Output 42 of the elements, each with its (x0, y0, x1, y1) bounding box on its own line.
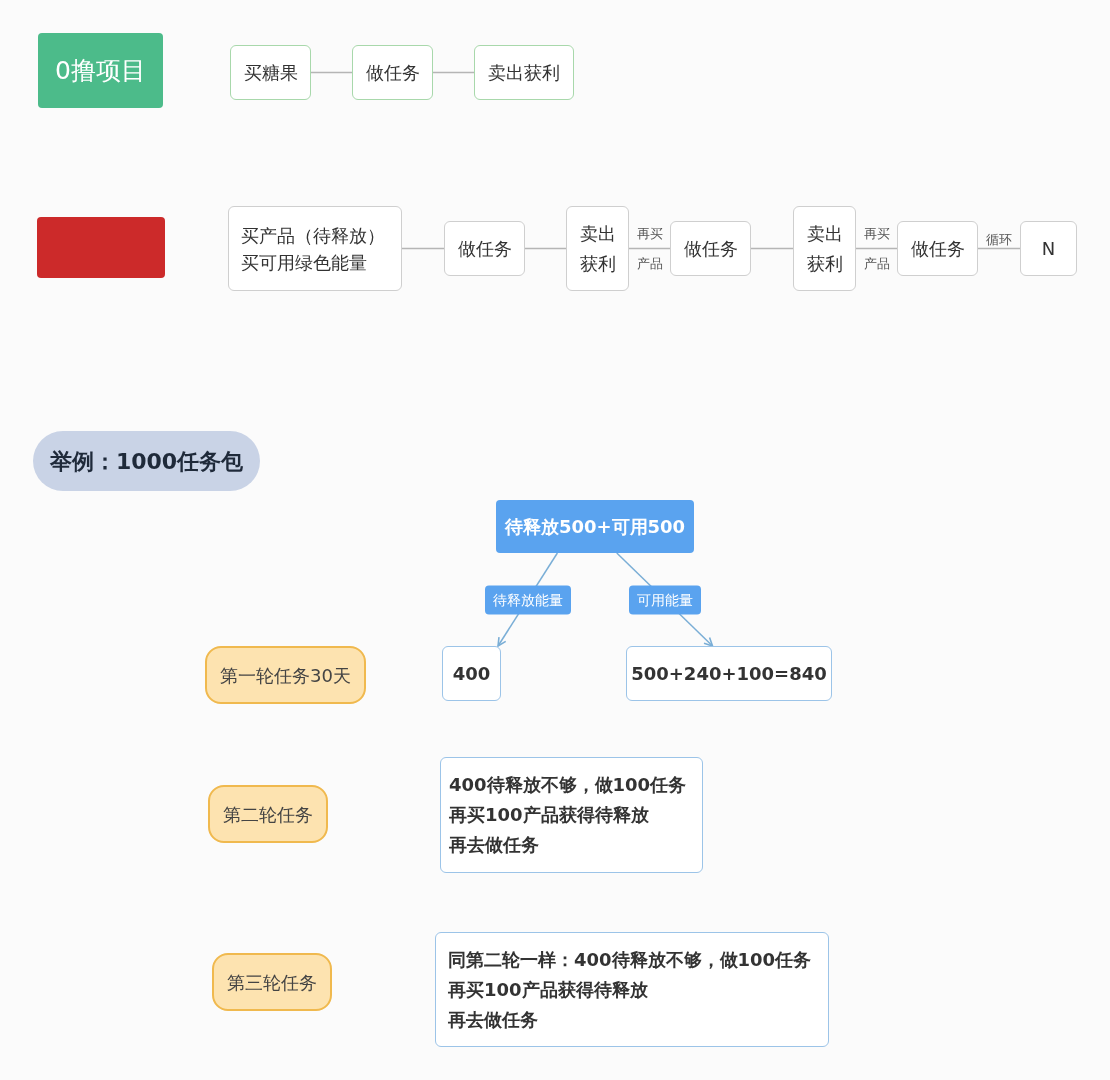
note-box (440, 757, 703, 873)
connector-line (524, 247, 567, 250)
result-box: 500+240+100=840 (626, 646, 832, 701)
result-box: 400 (442, 646, 501, 701)
edge-label: 可用能量 (628, 585, 701, 614)
step-box: N (1020, 221, 1077, 276)
edge-label: 循环 (986, 230, 1012, 249)
node-text: 买产品（待释放） (241, 223, 385, 248)
root-box: 待释放500+可用500 (496, 500, 694, 553)
node-text: 再去做任务 (449, 833, 539, 857)
title-box (37, 217, 165, 278)
node-text: 再买100产品获得待释放 (448, 977, 648, 1002)
section-heading: 举例：1000任务包 (33, 431, 260, 491)
step-box: 卖出获利 (793, 206, 856, 291)
connector-line (855, 247, 898, 250)
edge-label: 待释放能量 (484, 585, 571, 614)
edge-label: 再买产品 (635, 224, 664, 273)
connector-line (628, 247, 671, 250)
connector-line (310, 71, 353, 74)
step-box: 做任务 (670, 221, 751, 276)
connector-line (401, 247, 445, 250)
connector-line (432, 71, 475, 74)
step-box: 做任务 (444, 221, 525, 276)
node-text: 再去做任务 (448, 1007, 538, 1032)
connector-line (750, 247, 794, 250)
node-text: 同第二轮一样：400待释放不够，做100任务 (448, 947, 812, 972)
node-text: 买可用绿色能量 (241, 250, 367, 275)
round-box: 第三轮任务 (212, 953, 332, 1011)
edge-label: 再买产品 (862, 224, 891, 273)
note-box (435, 932, 829, 1047)
round-box: 第二轮任务 (208, 785, 328, 843)
connector-line (977, 247, 1021, 250)
step-box: 卖出获利 (566, 206, 629, 291)
round-box: 第一轮任务30天 (205, 646, 366, 704)
step-box: 买糖果 (230, 45, 311, 100)
title-box: 0撸项目 (38, 33, 163, 108)
step-box (228, 206, 402, 291)
node-text: 再买100产品获得待释放 (449, 803, 649, 827)
node-text: 400待释放不够，做100任务 (449, 773, 687, 797)
step-box: 卖出获利 (474, 45, 574, 100)
step-box: 做任务 (352, 45, 433, 100)
step-box: 做任务 (897, 221, 978, 276)
